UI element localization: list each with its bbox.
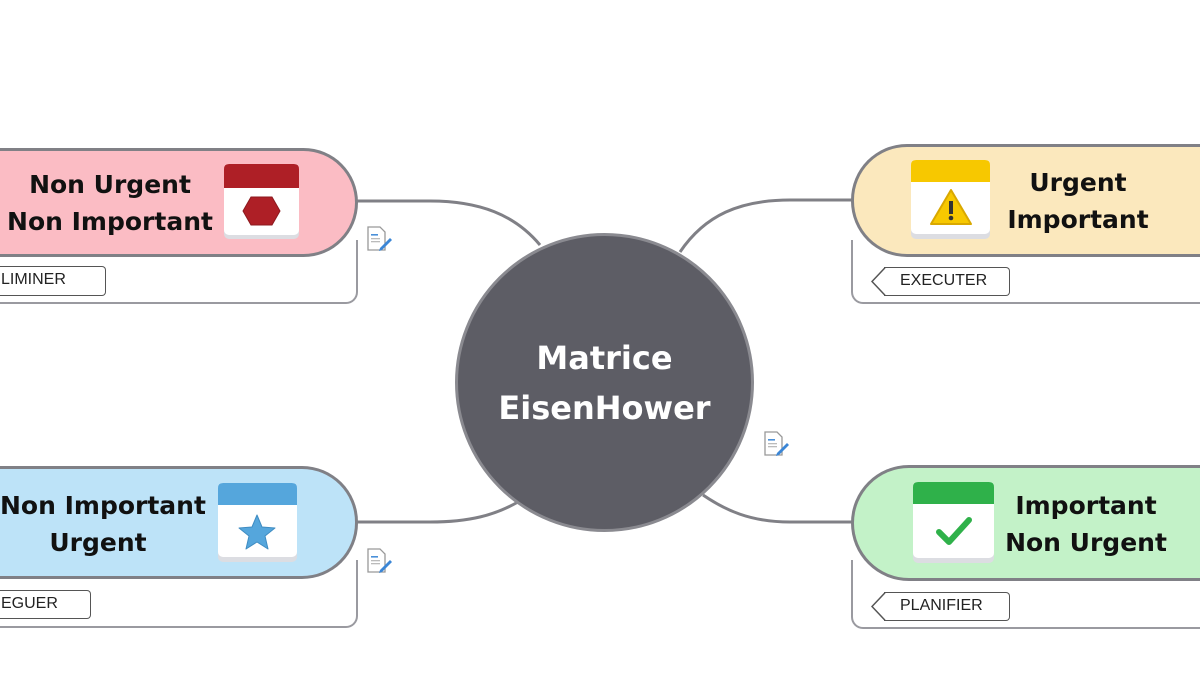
tag-arrow [871,592,886,621]
detail-box-bottom-right [851,560,1200,629]
node-important-non-urgent[interactable] [851,465,1200,581]
note-icon[interactable] [366,226,394,252]
detail-box-top-right [851,240,1200,304]
checkmark-icon [913,482,994,563]
tag-arrow [871,267,886,296]
detail-box-bottom-left [0,560,358,628]
node-urgent-important[interactable] [851,144,1200,257]
connector-top-right [678,198,853,253]
hexagon-stop-icon [224,164,299,239]
action-tag-deleguer: EGUER [0,590,91,619]
note-icon[interactable] [366,548,394,574]
connector-bottom-left [355,500,519,524]
action-tag-executer: EXECUTER [884,267,1010,296]
star-icon [218,483,297,562]
detail-box-top-left [0,240,358,304]
connector-top-left [355,199,542,246]
connector-bottom-right [702,493,853,524]
action-tag-eliminer: LIMINER [0,266,106,296]
note-icon[interactable] [763,431,791,457]
action-tag-planifier: PLANIFIER [884,592,1010,621]
warning-icon [911,160,990,239]
node-non-important-urgent[interactable] [0,466,358,579]
